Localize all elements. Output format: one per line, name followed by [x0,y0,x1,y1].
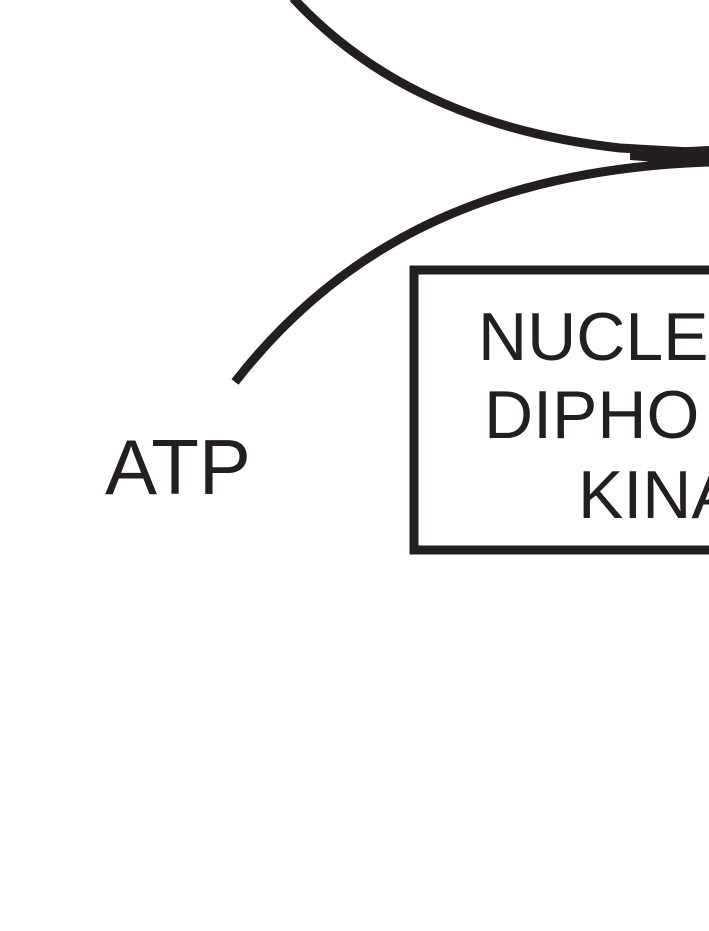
enzyme-label-line-3: KINA [578,457,709,533]
upper-reaction-arc [289,0,709,158]
lower-reaction-arc [231,157,709,385]
enzyme-box [409,265,709,555]
arc-junction [630,146,709,166]
enzyme-label-line-2: DIPHO [484,377,699,453]
atp-label: ATP [105,423,251,511]
enzyme-label-line-1: NUCLE [478,299,709,375]
